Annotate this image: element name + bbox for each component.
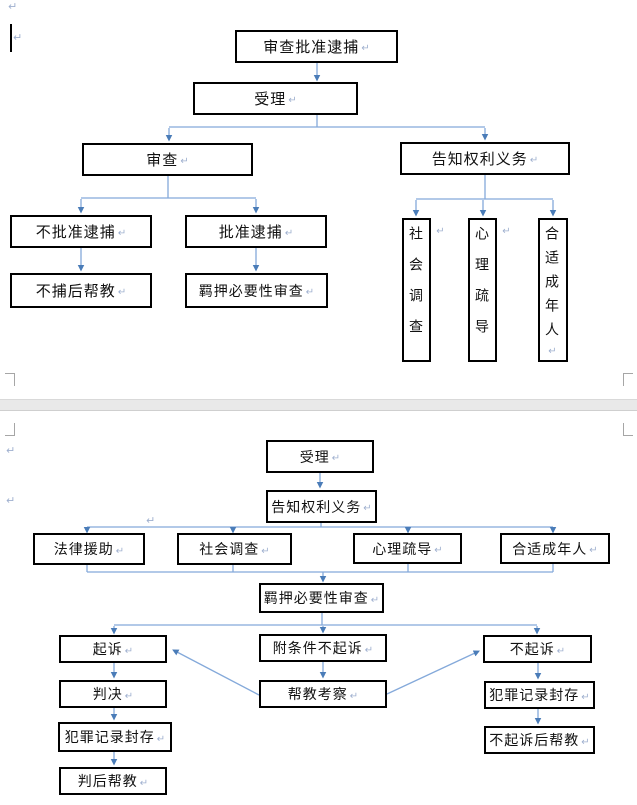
- node-conditional-non-prosecution[interactable]: 附条件不起诉↵: [259, 634, 387, 662]
- paragraph-mark: ↵: [146, 515, 156, 527]
- page-divider: [0, 399, 637, 411]
- paragraph-mark: ↵: [8, 1, 18, 13]
- node-prosecute[interactable]: 起诉↵: [59, 635, 167, 663]
- arrow-inspection-to-noprosecute: [386, 650, 480, 695]
- page1-bottom-left-corner-mark: [5, 373, 15, 386]
- node-help-after-non-prosecution[interactable]: 不起诉后帮教↵: [484, 726, 595, 754]
- node-social-survey-vertical[interactable]: 社会调查↵: [402, 218, 446, 362]
- node-accept-1[interactable]: 受理↵: [193, 82, 358, 115]
- connector-spines: [81, 115, 554, 626]
- node-inform-rights-2[interactable]: 告知权利义务↵: [266, 490, 377, 523]
- node-accept-2[interactable]: 受理↵: [266, 440, 374, 473]
- page2-top-left-corner-mark: [5, 423, 15, 436]
- node-help-after-judgment[interactable]: 判后帮教↵: [59, 767, 167, 795]
- node-legal-aid[interactable]: 法律援助↵: [33, 533, 145, 565]
- node-appropriate-adult-2[interactable]: 合适成年人↵: [500, 533, 610, 564]
- node-judgment[interactable]: 判决↵: [59, 680, 167, 708]
- node-psych-counseling-vertical[interactable]: 心理疏导↵: [468, 218, 512, 362]
- node-disapprove-arrest[interactable]: 不批准逮捕↵: [10, 215, 152, 248]
- node-criminal-record-sealing-left[interactable]: 犯罪记录封存↵: [58, 722, 172, 752]
- node-detention-necessity-review-2[interactable]: 羁押必要性审查↵: [259, 583, 384, 613]
- node-review-approve-arrest[interactable]: 审查批准逮捕↵: [235, 30, 398, 63]
- node-criminal-record-sealing-right[interactable]: 犯罪记录封存↵: [484, 681, 595, 709]
- node-appropriate-adult-vertical[interactable]: 合适成年人↵: [538, 218, 568, 362]
- paragraph-mark: ↵: [13, 32, 23, 44]
- paragraph-mark: ↵: [6, 495, 16, 507]
- text-cursor-caret: [10, 24, 12, 52]
- node-inform-rights-1[interactable]: 告知权利义务↵: [400, 142, 570, 175]
- page1-bottom-right-corner-mark: [623, 373, 633, 386]
- node-help-after-no-arrest[interactable]: 不捕后帮教↵: [10, 273, 152, 308]
- node-detention-necessity-review-1[interactable]: 羁押必要性审查↵: [185, 273, 328, 308]
- node-review[interactable]: 审查↵: [82, 143, 253, 176]
- node-approve-arrest[interactable]: 批准逮捕↵: [185, 215, 327, 248]
- paragraph-mark: ↵: [6, 445, 16, 457]
- node-help-education-inspection[interactable]: 帮教考察↵: [259, 680, 387, 708]
- node-psych-counseling-2[interactable]: 心理疏导↵: [353, 533, 462, 564]
- node-social-survey-2[interactable]: 社会调查↵: [177, 533, 292, 565]
- node-non-prosecution[interactable]: 不起诉↵: [483, 635, 592, 663]
- page2-top-right-corner-mark: [623, 423, 633, 436]
- arrow-inspection-to-prosecute: [172, 649, 260, 696]
